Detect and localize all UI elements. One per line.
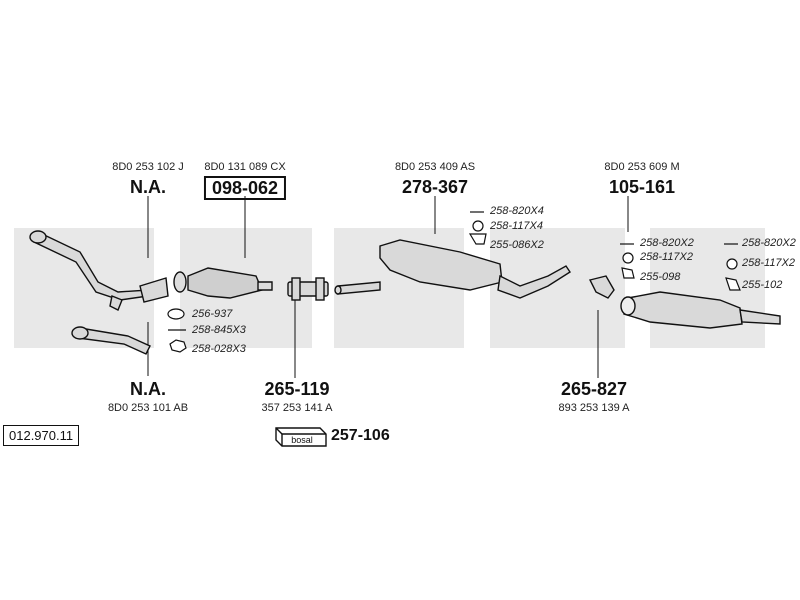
connector-number[interactable]: 265-119 xyxy=(264,379,330,399)
diagram-reference: 012.970.11 xyxy=(3,425,80,446)
front-pipe-right-oem: 8D0 253 102 J xyxy=(112,161,184,173)
center-accessory-symbols xyxy=(468,211,487,245)
center-silencer-oem: 8D0 253 409 AS xyxy=(394,161,476,173)
front-pipe-left-number[interactable]: N.A. xyxy=(130,379,166,399)
catalyst-number[interactable]: 098-062 xyxy=(203,176,287,200)
rear-silencer-part xyxy=(620,291,781,329)
connector-part xyxy=(287,277,329,301)
front-accessory-2[interactable]: 258-845X3 xyxy=(192,324,246,336)
center-accessory-1[interactable]: 258-820X4 xyxy=(490,205,544,217)
rear-a-accessory-3[interactable]: 255-098 xyxy=(640,271,681,283)
middle-pipe-number[interactable]: 265-827 xyxy=(560,379,628,399)
front-accessory-3[interactable]: 258-028X3 xyxy=(192,343,246,355)
rear-b-accessory-1[interactable]: 258-820X2 xyxy=(742,237,796,249)
rear-silencer-oem: 8D0 253 609 M xyxy=(604,161,680,173)
middle-pipe-part xyxy=(588,275,615,299)
fitting-kit-number[interactable]: 257-106 xyxy=(331,427,390,444)
rear-a-accessory-1[interactable]: 258-820X2 xyxy=(640,237,694,249)
middle-pipe-oem: 893 253 139 A xyxy=(558,402,630,414)
rear-b-accessory-symbols xyxy=(724,243,741,291)
fitting-kit-box-icon: bosal xyxy=(275,427,327,447)
center-accessory-2[interactable]: 258-117X4 xyxy=(490,220,544,232)
center-accessory-3[interactable]: 255-086X2 xyxy=(490,239,544,251)
connector-oem: 357 253 141 A xyxy=(261,402,333,414)
center-silencer-number[interactable]: 278-367 xyxy=(401,177,469,197)
catalyst-part xyxy=(173,267,273,299)
rear-b-accessory-2[interactable]: 258-117X2 xyxy=(742,257,796,269)
rear-b-accessory-3[interactable]: 255-102 xyxy=(742,279,783,291)
front-pipe-left-part xyxy=(71,326,151,355)
rear-a-accessory-2[interactable]: 258-117X2 xyxy=(640,251,694,263)
front-pipe-left-oem: 8D0 253 101 AB xyxy=(107,402,189,414)
front-accessory-symbols xyxy=(167,308,187,353)
rear-silencer-number[interactable]: 105-161 xyxy=(608,177,676,197)
catalyst-oem: 8D0 131 089 CX xyxy=(204,161,286,173)
fitting-kit-brand: bosal xyxy=(291,435,313,445)
front-accessory-1[interactable]: 256-937 xyxy=(192,308,233,320)
center-silencer-part xyxy=(334,239,571,299)
front-pipe-right-number[interactable]: N.A. xyxy=(130,177,166,197)
front-pipe-right-part xyxy=(29,230,169,311)
rear-a-accessory-symbols xyxy=(620,243,635,279)
